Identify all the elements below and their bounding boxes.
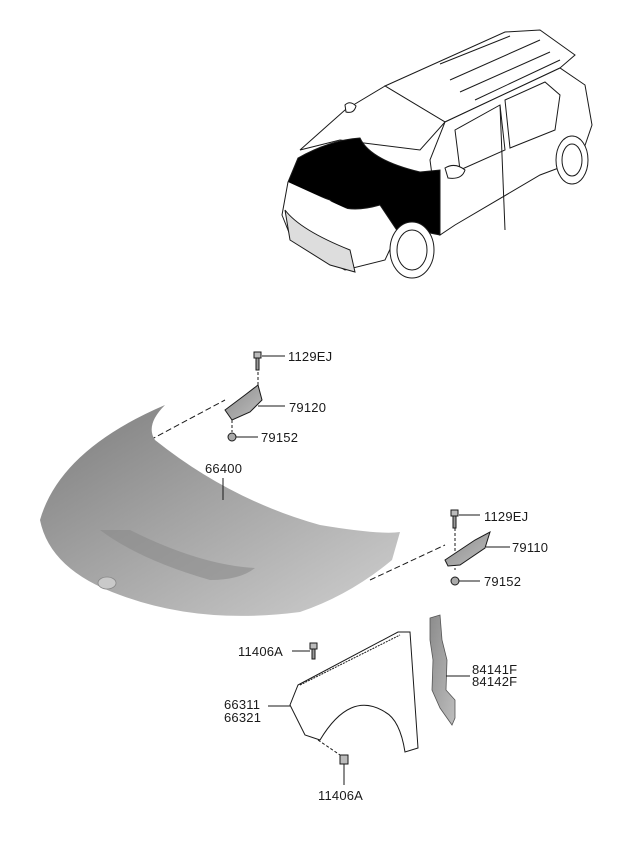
label-insulator-line2: 84142F	[472, 674, 518, 689]
vehicle-overview-illustration	[281, 29, 593, 279]
fender-insulator-illustration	[429, 614, 470, 726]
label-fender-bolt-top: 11406A	[238, 644, 284, 659]
hood-panel-illustration	[40, 405, 400, 616]
label-fender-line1: 66311	[224, 697, 261, 712]
label-nut-right: 79152	[484, 574, 522, 589]
hinge-right-group	[369, 509, 510, 586]
label-insulator-line1: 84141F	[472, 662, 518, 677]
label-fender-bolt-bottom: 11406A	[318, 788, 364, 803]
label-hinge-right: 79110	[512, 540, 549, 555]
label-bolt-right: 1129EJ	[484, 509, 529, 524]
hinge-left-group	[149, 351, 285, 442]
label-fender-line2: 66321	[224, 710, 262, 725]
label-bolt-left: 1129EJ	[288, 349, 333, 364]
label-hinge-left: 79120	[289, 400, 327, 415]
fender-illustration	[268, 631, 419, 785]
label-nut-left: 79152	[261, 430, 299, 445]
label-hood: 66400	[205, 461, 243, 476]
